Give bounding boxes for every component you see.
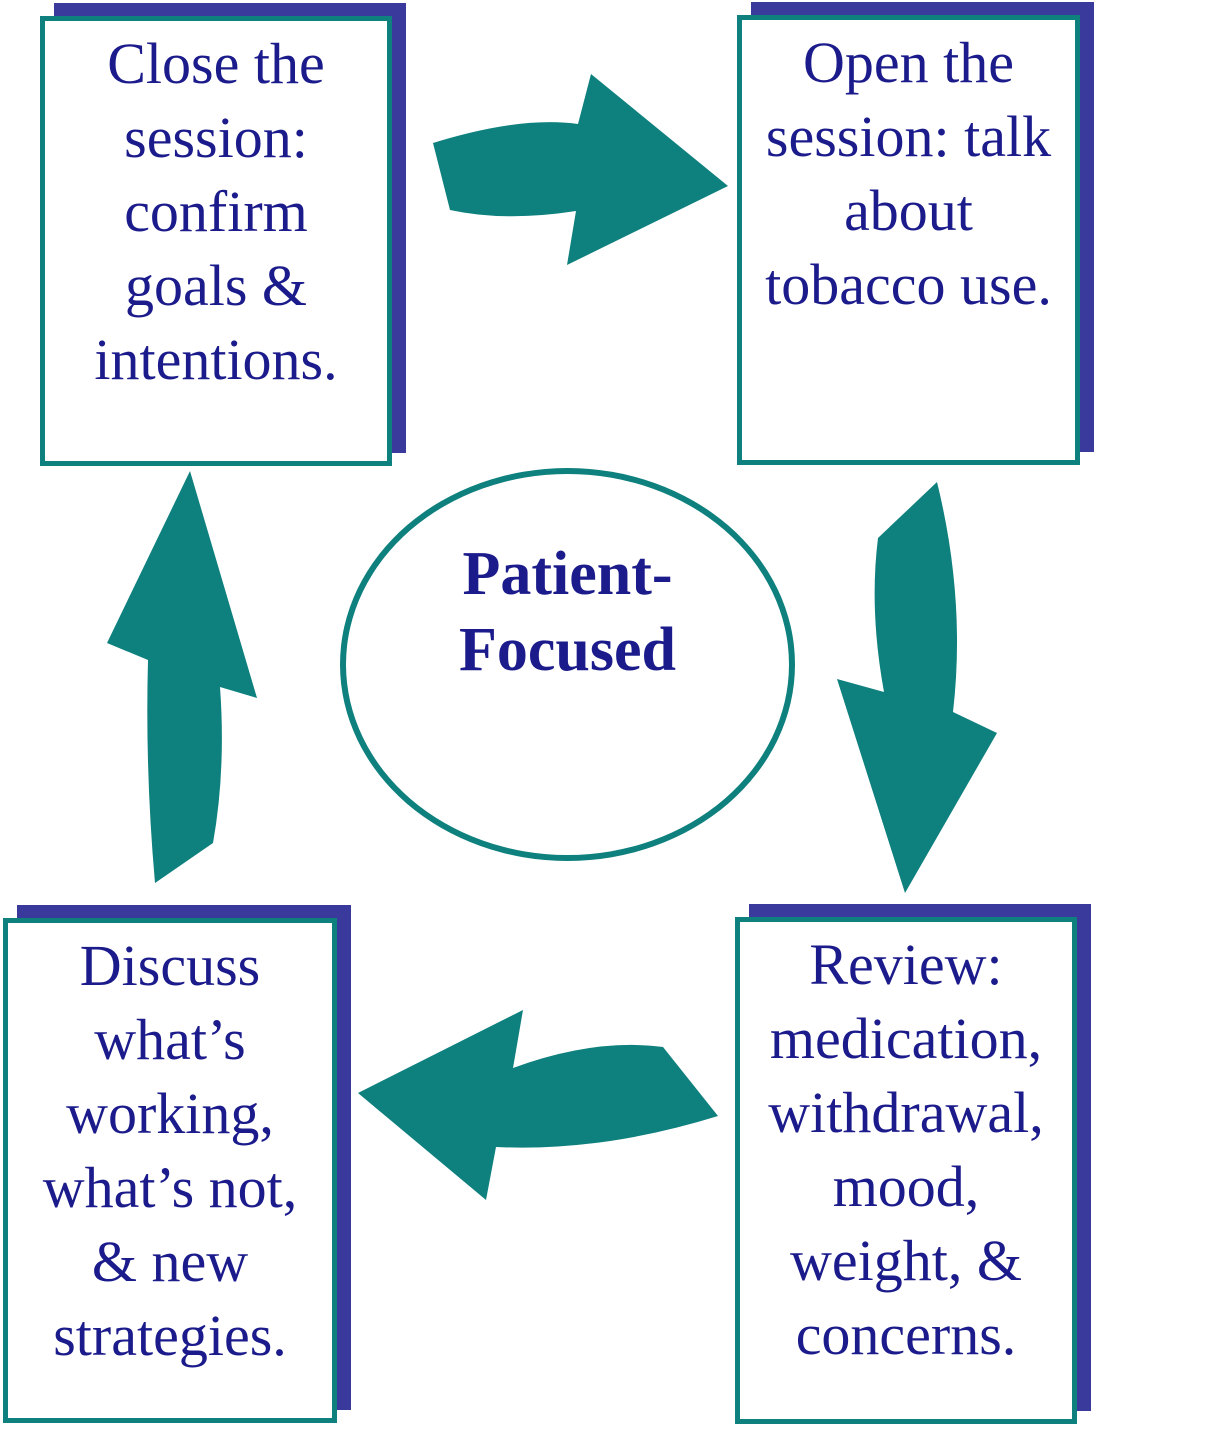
box-open-session: Open the session: talk about tobacco use… (737, 15, 1080, 465)
arrow-down-icon (837, 482, 997, 893)
box-discuss: Discuss what’s working, what’s not, & ne… (3, 918, 337, 1423)
arrow-right-icon (433, 74, 728, 265)
arrow-left-icon (358, 1010, 718, 1200)
box-open-session-label: Open the session: talk about tobacco use… (765, 30, 1052, 317)
patient-focused-ellipse: Patient- Focused (340, 468, 795, 861)
box-review-label: Review: medication, withdrawal, mood, we… (768, 932, 1044, 1367)
box-close-session-label: Close the session: confirm goals & inten… (94, 31, 338, 392)
patient-focused-label: Patient- Focused (459, 540, 676, 684)
box-close-session: Close the session: confirm goals & inten… (40, 16, 392, 466)
box-review: Review: medication, withdrawal, mood, we… (735, 917, 1077, 1424)
arrow-up-icon (107, 471, 257, 883)
box-discuss-label: Discuss what’s working, what’s not, & ne… (42, 933, 298, 1368)
